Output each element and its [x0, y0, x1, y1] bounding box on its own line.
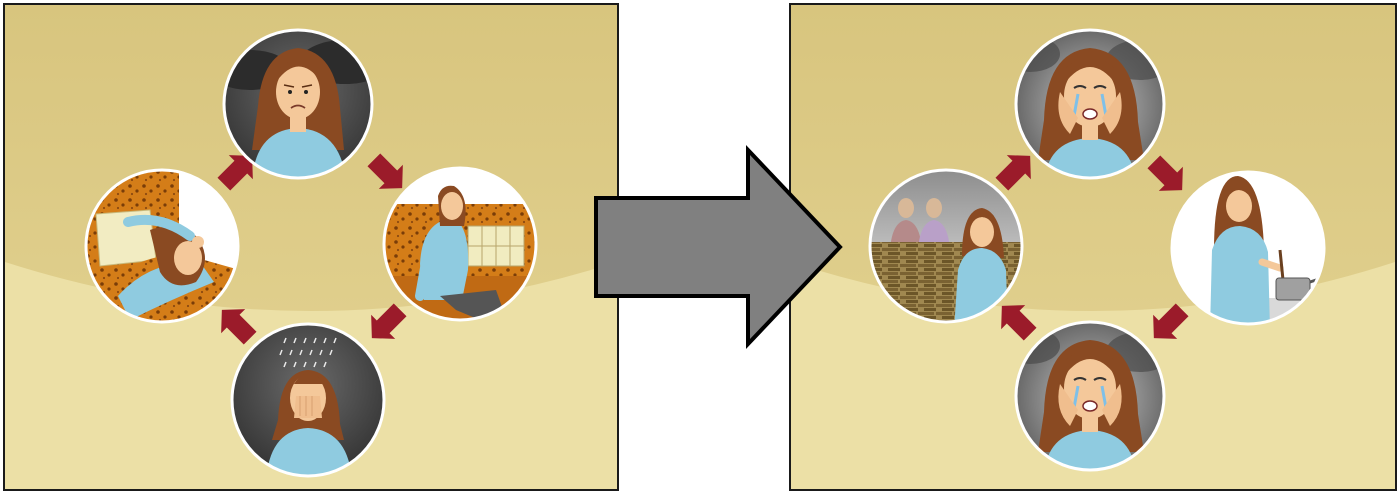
diagram-canvas [0, 0, 1400, 494]
